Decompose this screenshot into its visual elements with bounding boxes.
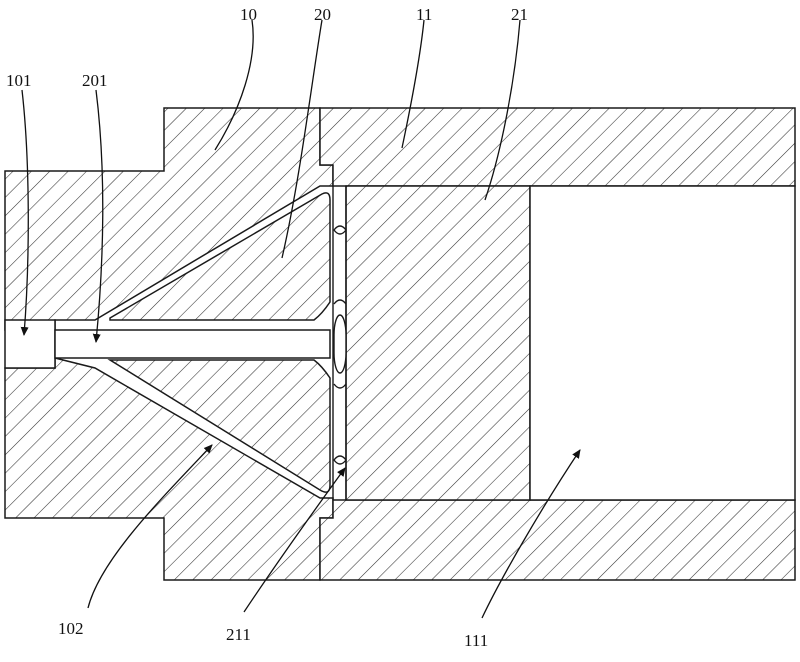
cavity-111 — [530, 186, 795, 500]
gap-211 — [333, 186, 346, 500]
inlet-101 — [5, 320, 55, 368]
label-10: 10 — [240, 5, 257, 24]
part-21-block — [346, 186, 530, 500]
label-101: 101 — [6, 71, 32, 90]
part-11-top — [320, 108, 795, 186]
label-111: 111 — [464, 631, 488, 650]
label-21: 21 — [511, 5, 528, 24]
label-20: 20 — [314, 5, 331, 24]
part-11-bottom — [320, 500, 795, 580]
label-201: 201 — [82, 71, 108, 90]
label-211: 211 — [226, 625, 251, 644]
label-11: 11 — [416, 5, 432, 24]
label-102: 102 — [58, 619, 84, 638]
